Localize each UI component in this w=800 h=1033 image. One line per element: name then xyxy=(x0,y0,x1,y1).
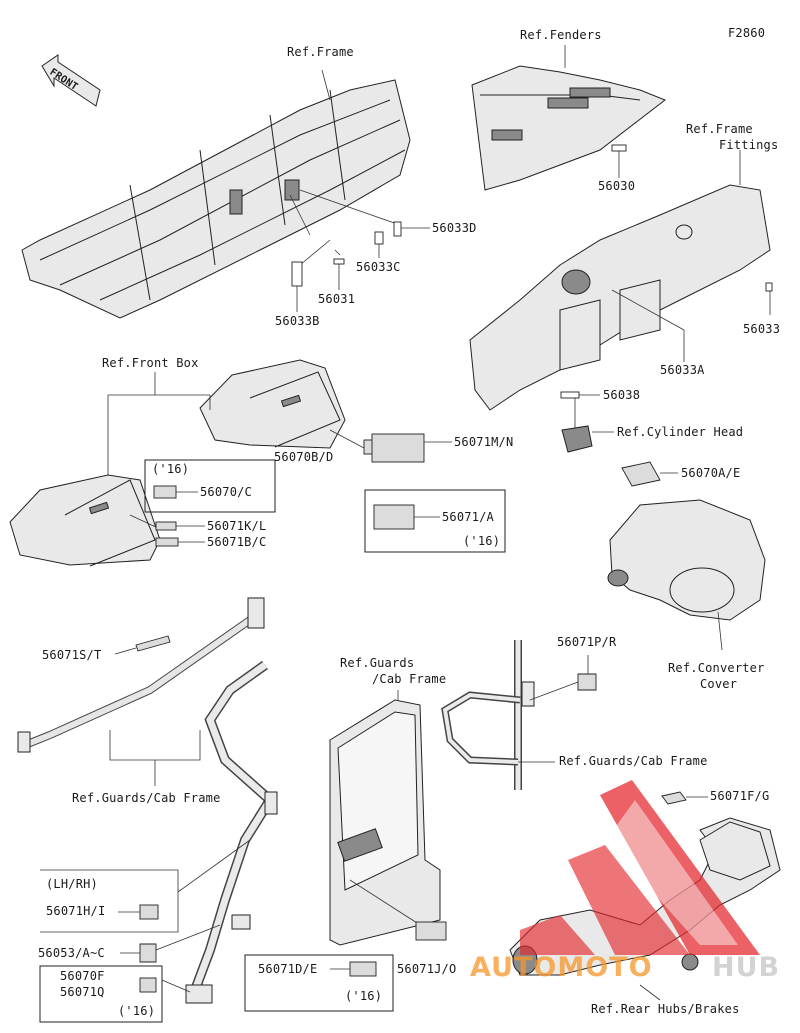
box-56071A xyxy=(364,489,506,553)
decal-56033B xyxy=(291,261,303,287)
part-56031: 56031 xyxy=(318,292,356,306)
guard-bar-part xyxy=(17,597,265,753)
front-box-upper xyxy=(199,359,346,449)
ref-front-box-label: Ref.Front Box xyxy=(102,356,199,370)
part-56070C: 56070/C xyxy=(200,485,252,499)
note-lh-rh: (LH/RH) xyxy=(46,877,98,891)
box-56071DE xyxy=(244,954,394,1012)
part-56038: 56038 xyxy=(603,388,641,402)
box-56071HI xyxy=(40,869,179,933)
ref-guards-left-label: Ref.Guards/Cab Frame xyxy=(72,791,221,805)
ref-guards-mid-label-2: /Cab Frame xyxy=(372,672,447,686)
ref-frame-fittings-label-1: Ref.Frame xyxy=(686,122,753,136)
part-56071KL: 56071K/L xyxy=(207,519,267,533)
part-56033D: 56033D xyxy=(432,221,477,235)
note-year-56071A: ('16) xyxy=(463,534,501,548)
frame-assembly xyxy=(21,69,411,319)
front-arrow-icon xyxy=(41,54,101,107)
decal-56071PR xyxy=(577,673,597,691)
box-56070C xyxy=(144,459,276,513)
decal-56033D xyxy=(393,221,402,237)
part-56071DE: 56071D/E xyxy=(258,962,318,976)
part-56033B: 56033B xyxy=(275,314,320,328)
decal-56033 xyxy=(765,282,773,292)
watermark-text-main: AUTOMOTO xyxy=(470,952,653,983)
part-56071A: 56071/A xyxy=(442,510,494,524)
decal-56071JO xyxy=(415,921,447,941)
ref-rear-hubs-label: Ref.Rear Hubs/Brakes xyxy=(591,1002,740,1016)
ref-converter-cover-label-1: Ref.Converter xyxy=(668,661,765,675)
frame-fittings-part xyxy=(469,150,771,411)
note-year-56071DE: ('16) xyxy=(345,989,383,1003)
decal-56071BC xyxy=(155,537,179,547)
part-56070F: 56070F xyxy=(60,969,105,983)
decal-56030 xyxy=(611,144,627,152)
guard-pipe-part xyxy=(441,640,535,790)
decal-56053AC xyxy=(139,943,157,963)
decal-56071MN xyxy=(371,433,425,463)
note-year-56070C: ('16) xyxy=(152,462,190,476)
converter-cover-part xyxy=(607,499,766,651)
part-56071JO: 56071J/O xyxy=(397,962,457,976)
decal-56031 xyxy=(333,258,345,265)
note-year-56071Q: ('16) xyxy=(118,1004,156,1018)
decal-56071ST xyxy=(135,635,171,652)
decal-56038 xyxy=(560,391,580,399)
fender-part xyxy=(471,45,667,191)
cab-door-part xyxy=(329,690,441,946)
part-56030: 56030 xyxy=(598,179,636,193)
part-56033C: 56033C xyxy=(356,260,401,274)
watermark-text-hub: HUB xyxy=(712,952,781,983)
part-56071FG: 56071F/G xyxy=(710,789,770,803)
cylinder-head-part xyxy=(561,398,614,453)
ref-frame-fittings-label-2: Fittings xyxy=(719,138,779,152)
ref-cylinder-head-label: Ref.Cylinder Head xyxy=(617,425,744,439)
part-56070AE: 56070A/E xyxy=(681,466,741,480)
decal-56071FG xyxy=(661,791,687,805)
ref-guards-right-label: Ref.Guards/Cab Frame xyxy=(559,754,708,768)
decal-56070AE xyxy=(621,461,661,487)
box-56070F xyxy=(39,965,163,1023)
part-56071ST: 56071S/T xyxy=(42,648,102,662)
ref-converter-cover-label-2: Cover xyxy=(700,677,738,691)
part-56071HI: 56071H/I xyxy=(46,904,106,918)
part-56071Q: 56071Q xyxy=(60,985,105,999)
ref-fenders-label: Ref.Fenders xyxy=(520,28,602,42)
part-56071PR: 56071P/R xyxy=(557,635,617,649)
part-56070BD: 56070B/D xyxy=(274,450,334,464)
ref-frame-label: Ref.Frame xyxy=(287,45,354,59)
decal-56033C xyxy=(374,231,384,245)
diagram-code: F2860 xyxy=(728,26,766,40)
part-56071BC: 56071B/C xyxy=(207,535,267,549)
watermark-logo xyxy=(520,780,760,955)
part-56053AC: 56053/A~C xyxy=(38,946,105,960)
guard-tube-part xyxy=(185,660,278,1004)
part-56033A: 56033A xyxy=(660,363,705,377)
front-box-lower xyxy=(9,474,161,567)
ref-guards-mid-label-1: Ref.Guards xyxy=(340,656,415,670)
part-56071MN: 56071M/N xyxy=(454,435,514,449)
part-56033: 56033 xyxy=(743,322,781,336)
decal-56071KL xyxy=(155,521,177,531)
